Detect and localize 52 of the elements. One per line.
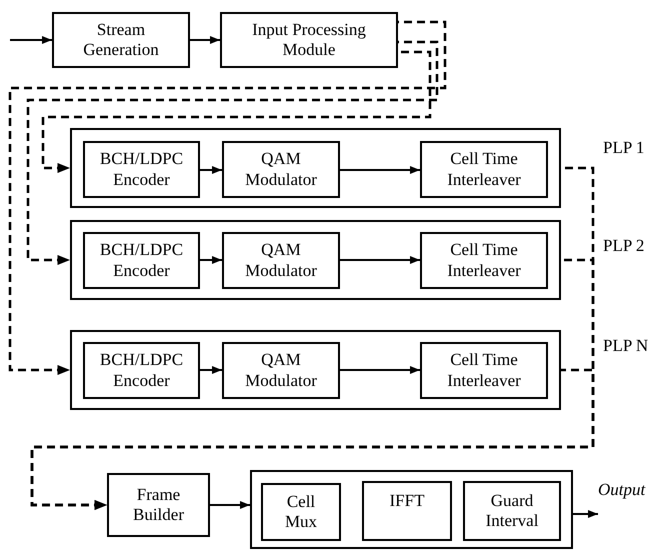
arrow [10,36,52,44]
arrow [8,20,446,375]
box-label: BCH/LDPC Encoder [98,350,184,391]
arrow [200,366,222,374]
box-label: Cell Mux [284,492,318,532]
process-box [83,141,200,198]
process-box [107,473,210,537]
box-label: IFFT [390,491,424,512]
box-label: Stream Generation [82,20,160,60]
group-box [70,330,561,410]
box-label: Input Processing Module [251,20,367,60]
group-box [70,220,561,300]
output-label: Output [598,480,665,520]
box-label: Cell Time Interleaver [446,350,522,391]
arrow [210,501,250,509]
arrow [200,256,222,264]
box-label: Cell Time Interleaver [446,149,522,190]
box-label: Guard Interval [484,490,540,532]
arrow [200,166,222,174]
plp-label: PLP 2 [603,236,644,256]
plp-label: PLP N [603,336,648,356]
group-box [70,128,561,208]
box-label: QAM Modulator [244,240,318,281]
arrow [26,40,438,265]
process-box [463,481,561,541]
arrow [340,366,420,374]
process-box [52,12,190,68]
process-box [222,141,340,198]
arrow [42,50,432,173]
process-box [261,483,341,541]
process-box [222,342,340,399]
process-box [83,342,200,399]
process-box [362,481,452,541]
box-label: Frame Builder [132,484,185,526]
process-box [222,232,340,289]
plp-label: PLP 1 [603,138,644,158]
arrow [190,36,220,44]
arrow [573,510,598,518]
arrow [30,368,594,510]
arrow [340,256,420,264]
box-label: BCH/LDPC Encoder [98,240,184,281]
box-label: QAM Modulator [244,149,318,190]
box-label: Cell Time Interleaver [446,240,522,281]
process-box [83,232,200,289]
box-label: QAM Modulator [244,350,318,391]
group-box [250,470,573,549]
process-box [220,12,398,68]
process-box [420,232,548,289]
process-box [420,342,548,399]
arrow [340,166,420,174]
box-label: BCH/LDPC Encoder [98,149,184,190]
process-box [420,141,548,198]
